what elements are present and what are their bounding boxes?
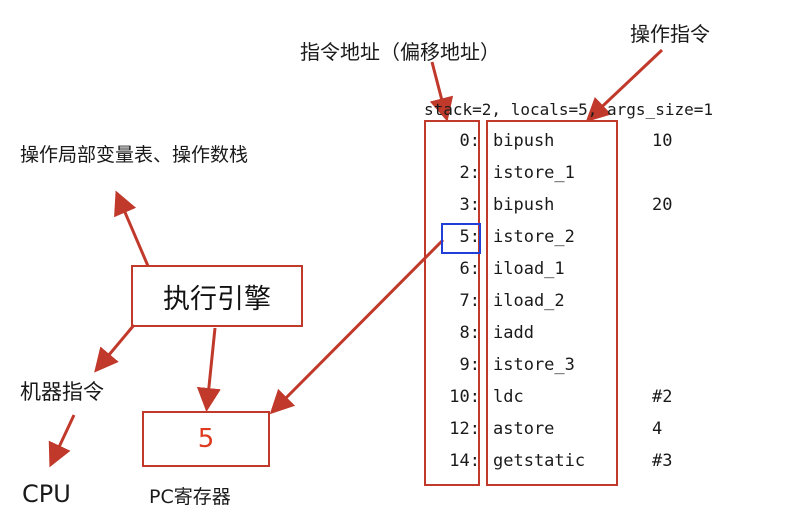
arg-cell: 4 — [652, 419, 663, 439]
op-cell: iload_2 — [493, 291, 565, 311]
arrow-to-op-column — [585, 48, 664, 123]
op-cell: istore_1 — [493, 163, 575, 183]
op-cell: ldc — [493, 387, 524, 407]
arg-cell: #2 — [652, 387, 673, 407]
arg-cell: 10 — [652, 131, 673, 151]
offset-highlight-box — [441, 223, 481, 254]
pc-register-label: PC寄存器 — [149, 486, 231, 508]
op-column-box — [486, 120, 618, 486]
offset-cell: 7: — [459, 291, 480, 311]
op-cell: astore — [493, 419, 555, 439]
offset-cell: 9: — [459, 355, 480, 375]
op-cell: getstatic — [493, 451, 586, 471]
op-cell: istore_3 — [493, 355, 575, 375]
offset-cell: 0: — [459, 131, 480, 151]
offset-cell: 10: — [449, 387, 480, 407]
exec-engine-label: 执行引擎 — [163, 283, 271, 315]
bytecode-header: stack=2, locals=5, args_size=1 — [424, 100, 713, 119]
local-vars-stack-label: 操作局部变量表、操作数栈 — [20, 144, 249, 166]
pc-register-box: 5 — [142, 411, 270, 467]
op-cell: istore_2 — [493, 227, 575, 247]
arrow-engine-to-machine — [94, 324, 136, 373]
arrow-to-offset-column — [429, 61, 454, 122]
arrow-engine-to-stack — [114, 190, 150, 267]
op-cell: iadd — [493, 323, 534, 343]
instr-address-label: 指令地址（偏移地址） — [300, 40, 500, 64]
arrow-offset-to-pc — [269, 238, 445, 415]
arg-cell: #3 — [652, 451, 673, 471]
op-cell: bipush — [493, 195, 555, 215]
offset-cell: 6: — [459, 259, 480, 279]
offset-cell: 5: — [459, 227, 480, 247]
arrow-machine-to-cpu — [48, 414, 76, 468]
op-cell: bipush — [493, 131, 555, 151]
arrow-engine-to-pc — [196, 327, 221, 412]
offset-cell: 8: — [459, 323, 480, 343]
offset-cell: 2: — [459, 163, 480, 183]
exec-engine-box: 执行引擎 — [131, 265, 303, 327]
operation-instr-label: 操作指令 — [630, 22, 710, 46]
offset-cell: 3: — [459, 195, 480, 215]
offset-cell: 14: — [449, 451, 480, 471]
pc-value: 5 — [197, 424, 215, 454]
op-cell: iload_1 — [493, 259, 565, 279]
arg-cell: 20 — [652, 195, 673, 215]
cpu-label: CPU — [22, 480, 71, 508]
machine-instr-label: 机器指令 — [20, 380, 104, 404]
offset-column-box — [424, 120, 480, 486]
offset-cell: 12: — [449, 419, 480, 439]
